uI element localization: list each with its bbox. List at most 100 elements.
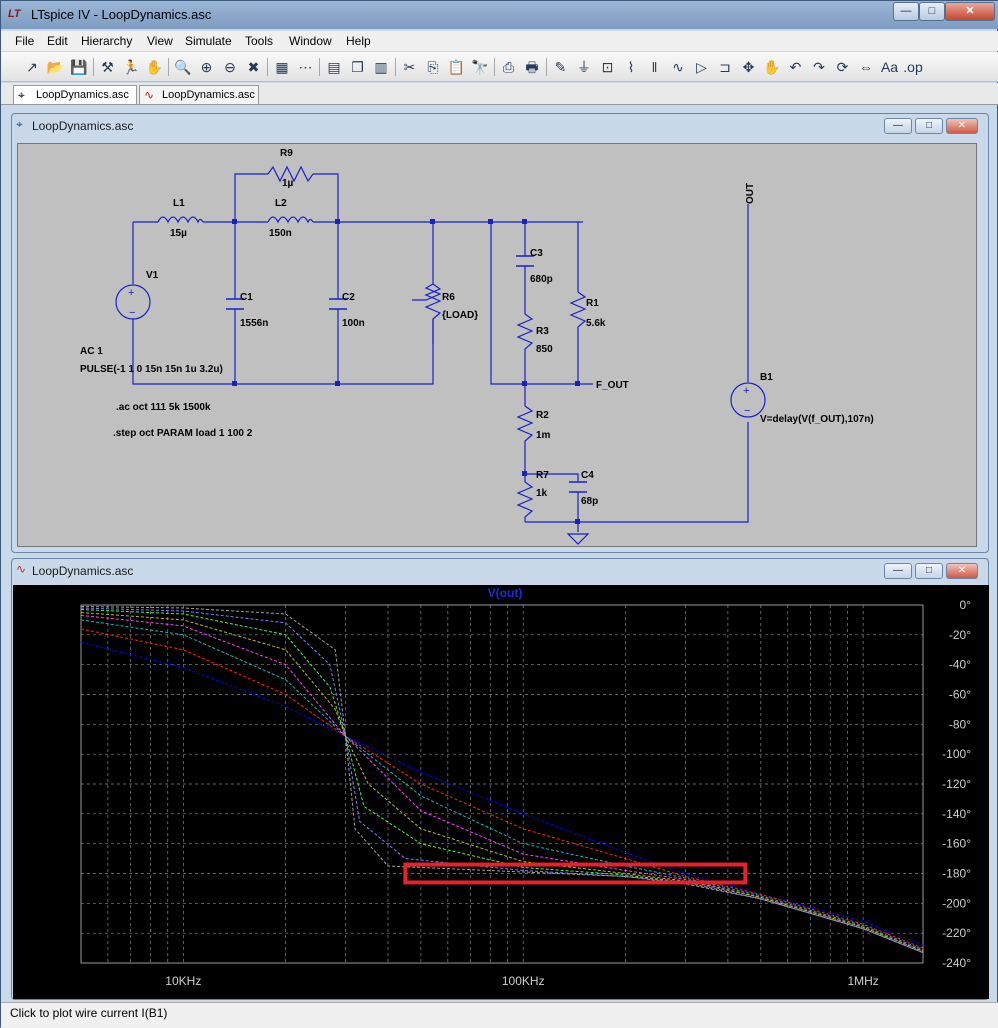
schematic-maximize-button[interactable]: □ xyxy=(915,118,943,134)
resistor-r9[interactable] xyxy=(267,165,314,183)
out-label[interactable]: OUT xyxy=(745,183,756,204)
c2-name: C2 xyxy=(342,292,355,303)
menu-tools[interactable]: Tools xyxy=(245,34,274,48)
ltspice-logo-icon: LT xyxy=(8,8,21,20)
halt-icon[interactable]: ✋ xyxy=(145,59,164,75)
resistor-r1[interactable] xyxy=(569,291,587,332)
mirror-icon[interactable]: ⇔ xyxy=(859,59,873,75)
trace-step-7[interactable] xyxy=(80,607,924,954)
b1-value: V=delay(V(f_OUT),107n) xyxy=(760,414,874,425)
menu-hierarchy[interactable]: Hierarchy xyxy=(81,34,133,48)
resistor-r6[interactable] xyxy=(412,283,442,344)
undo-icon[interactable]: ↶ xyxy=(789,59,802,75)
trace-step-3[interactable] xyxy=(80,619,924,951)
y-tick-label: -200° xyxy=(942,896,971,910)
trace-step-6[interactable] xyxy=(80,609,924,954)
find-icon[interactable]: 🔭 xyxy=(471,59,489,75)
menu-simulate[interactable]: Simulate xyxy=(185,34,232,48)
resistor-r2[interactable] xyxy=(516,405,534,449)
zoom-pan-icon[interactable]: ⊕ xyxy=(200,59,213,75)
minimize-button[interactable]: — xyxy=(893,2,919,21)
autorange-icon[interactable]: ▦ xyxy=(275,59,289,75)
inductor-l1[interactable] xyxy=(157,216,204,224)
text-icon[interactable]: Aa xyxy=(880,59,899,75)
plot-canvas[interactable]: 0°-20°-40°-60°-80°-100°-120°-140°-160°-1… xyxy=(13,585,989,999)
diode-icon[interactable]: ▷ xyxy=(696,59,707,75)
menu-window[interactable]: Window xyxy=(289,34,332,48)
plot-maximize-button[interactable]: □ xyxy=(915,563,943,579)
trace-step-2[interactable] xyxy=(80,628,924,949)
waveform-settings-icon[interactable]: ⋯ xyxy=(298,59,313,75)
app-title: LTspice IV - LoopDynamics.asc xyxy=(31,7,212,22)
f-out-label[interactable]: F_OUT xyxy=(596,380,629,391)
tab-schematic[interactable]: ⌖ LoopDynamics.asc xyxy=(13,85,137,104)
print-icon[interactable]: 🖶 xyxy=(525,59,539,75)
voltage-source-v1[interactable]: + − xyxy=(115,284,151,320)
drag-icon[interactable]: ✋ xyxy=(763,59,781,75)
waveform-icon: ∿ xyxy=(144,88,155,102)
document-tabs: ⌖ LoopDynamics.asc ∿ LoopDynamics.asc xyxy=(1,83,998,105)
svg-text:+: + xyxy=(743,385,749,397)
toolbar-separator xyxy=(545,58,547,76)
c2-value: 100n xyxy=(342,318,365,329)
y-tick-label: -80° xyxy=(949,717,971,731)
schematic-canvas[interactable]: + − + − xyxy=(17,143,977,547)
close-button[interactable]: ✕ xyxy=(945,2,995,21)
schematic-minimize-button[interactable]: — xyxy=(884,118,912,134)
trace-step-5[interactable] xyxy=(80,612,924,952)
schematic-close-button[interactable]: ✕ xyxy=(946,118,978,134)
r7-value: 1k xyxy=(536,488,548,499)
component-icon[interactable]: ⊐ xyxy=(719,59,731,75)
run-icon[interactable]: 🏃 xyxy=(122,59,140,75)
new-schematic-icon[interactable]: ↗ xyxy=(26,59,38,75)
inductor-l2[interactable] xyxy=(267,216,314,224)
l1-value: 15µ xyxy=(170,228,187,239)
spice-directive-icon[interactable]: .op xyxy=(903,59,923,75)
redo-icon[interactable]: ↷ xyxy=(813,59,825,75)
trace-step-4[interactable] xyxy=(80,614,924,952)
open-icon[interactable]: 📂 xyxy=(46,59,65,75)
tab-waveform[interactable]: ∿ LoopDynamics.asc xyxy=(139,85,259,104)
menu-view[interactable]: View xyxy=(147,34,173,48)
plot-minimize-button[interactable]: — xyxy=(884,563,912,579)
r9-value: 1µ xyxy=(282,178,294,189)
ground-icon[interactable]: ⏚ xyxy=(577,59,591,75)
rotate-icon[interactable]: ⟳ xyxy=(836,59,849,75)
copy-icon[interactable]: ⎘ xyxy=(427,59,439,75)
zoom-cancel-icon[interactable]: ✖ xyxy=(247,59,260,75)
trace-step-1[interactable] xyxy=(80,641,924,946)
plot-close-button[interactable]: ✕ xyxy=(946,563,978,579)
c4-name: C4 xyxy=(581,470,594,481)
v1-pulse: PULSE(-1 1 0 15n 15n 1u 3.2u) xyxy=(80,364,223,375)
menu-edit[interactable]: Edit xyxy=(47,34,68,48)
move-icon[interactable]: ✥ xyxy=(742,59,755,75)
paste-icon[interactable]: 📋 xyxy=(447,59,466,75)
resistor-r3[interactable] xyxy=(516,313,534,356)
cut-icon[interactable]: ✂ xyxy=(403,59,416,75)
trace-label-vout[interactable]: V(out) xyxy=(488,586,523,600)
step-directive[interactable]: .step oct PARAM load 1 100 2 xyxy=(113,428,253,439)
zoom-in-icon[interactable]: 🔍 xyxy=(174,59,192,75)
cascade-icon[interactable]: ❐ xyxy=(351,59,364,75)
resistor-r7[interactable] xyxy=(516,474,534,522)
capacitor-icon[interactable]: ‖ xyxy=(651,59,658,75)
c3-name: C3 xyxy=(530,248,543,259)
tile-horizontal-icon[interactable]: ▤ xyxy=(327,59,341,75)
menu-help[interactable]: Help xyxy=(346,34,371,48)
maximize-button[interactable]: □ xyxy=(919,2,945,21)
menu-file[interactable]: File xyxy=(15,34,35,48)
wire-icon[interactable]: ✎ xyxy=(554,59,567,75)
save-icon[interactable]: 💾 xyxy=(70,59,88,75)
v1-ac: AC 1 xyxy=(80,346,103,357)
behavioral-source-b1[interactable]: + − xyxy=(730,382,766,418)
tile-vertical-icon[interactable]: ▥ xyxy=(374,59,388,75)
inductor-icon[interactable]: ∿ xyxy=(672,59,684,75)
print-setup-icon[interactable]: ⎙ xyxy=(502,59,515,75)
trace-step-8[interactable] xyxy=(80,606,924,954)
label-icon[interactable]: ⊡ xyxy=(601,59,614,75)
resistor-icon[interactable]: ⌇ xyxy=(627,59,635,75)
ac-directive[interactable]: .ac oct 111 5k 1500k xyxy=(116,402,211,413)
control-panel-icon[interactable]: ⚒ xyxy=(101,59,114,75)
zoom-out-icon[interactable]: ⊖ xyxy=(224,59,236,75)
